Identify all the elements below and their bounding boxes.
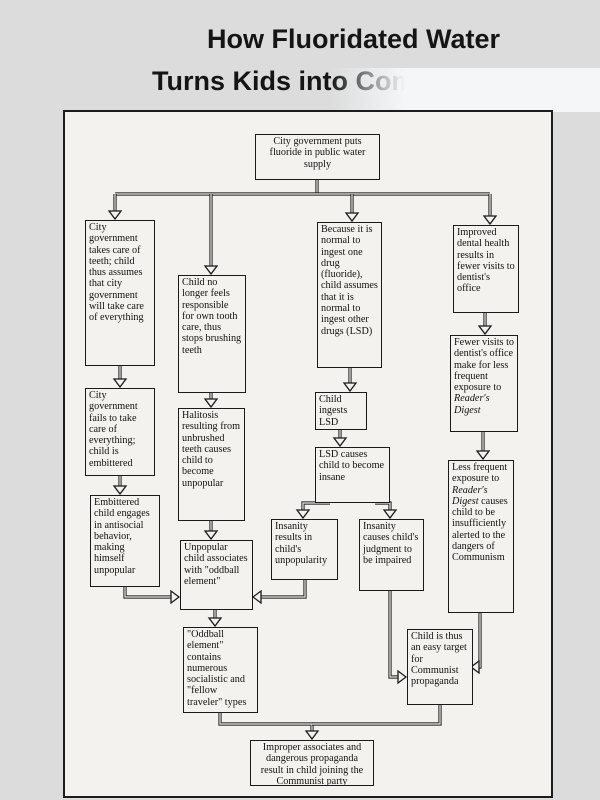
box-insanity-judgment: Insanity causes child's judgment to be i… (359, 519, 424, 591)
connector-line (255, 580, 307, 599)
box-joins-communist-party: Improper associates and dangerous propag… (250, 740, 374, 786)
arrowhead (477, 325, 493, 336)
box-less-exposure: Less frequent exposure to Reader's Diges… (448, 460, 514, 613)
arrowhead (332, 437, 348, 448)
connector-line (388, 591, 404, 679)
arrowhead (207, 617, 223, 628)
arrowhead (344, 212, 360, 223)
arrowhead (482, 215, 498, 226)
arrowhead (475, 450, 491, 461)
arrowhead (203, 265, 219, 276)
box-improved-dental-health: Improved dental health results in fewer … (453, 225, 519, 313)
connector-line (473, 613, 482, 669)
light-glare (330, 68, 600, 112)
connector-line-inner (124, 587, 177, 598)
box-oddball-element: "Oddball element" contains numerous soci… (183, 627, 258, 713)
arrowhead (107, 210, 123, 221)
box-fewer-visits: Fewer visits to dentist's office make fo… (450, 335, 518, 432)
flowchart-poster: City government puts fluoride in public … (63, 110, 553, 798)
box-halitosis: Halitosis resulting from unbrushed teeth… (178, 408, 245, 521)
arrowhead (203, 530, 219, 541)
box-embittered-child: Embittered child engages in antisocial b… (90, 495, 160, 587)
box-ingest-other-drugs: Because it is normal to ingest one drug … (317, 222, 382, 368)
poster-title-line-1: How Fluoridated Water (207, 24, 501, 54)
connector-line (218, 713, 314, 737)
box-lsd-insane: LSD causes child to become insane (315, 447, 390, 503)
connector-line-inner (312, 705, 441, 725)
arrowhead (112, 485, 128, 496)
box-unpopular-child: Unpopular child associates with "oddball… (180, 540, 253, 610)
flowchart-connectors (107, 180, 498, 741)
arrowhead (342, 382, 358, 393)
connector-line (123, 587, 177, 599)
arrowhead (295, 509, 311, 520)
connector-line-inner (255, 580, 306, 598)
arrowhead (382, 509, 398, 520)
arrowhead (469, 659, 480, 675)
box-easy-target: Child is thus an easy target for Communi… (407, 629, 473, 705)
arrowhead (251, 589, 262, 605)
box-fluoride-start: City government puts fluoride in public … (255, 134, 380, 180)
box-city-takes-care: City government takes care of teeth; chi… (85, 220, 155, 366)
arrowhead (304, 730, 320, 741)
box-stops-brushing: Child no longer feels responsible for ow… (178, 275, 246, 393)
connector-line (312, 705, 442, 726)
box-child-ingests-lsd: Child ingests LSD (315, 392, 367, 430)
arrowhead (170, 589, 181, 605)
arrowhead (203, 398, 219, 409)
box-city-fails: City government fails to take care of ev… (85, 388, 155, 476)
arrowhead (112, 378, 128, 389)
arrowhead (397, 669, 408, 685)
box-insanity-unpopularity: Insanity results in child's unpopularity (271, 519, 338, 580)
connector-line-inner (389, 591, 404, 678)
